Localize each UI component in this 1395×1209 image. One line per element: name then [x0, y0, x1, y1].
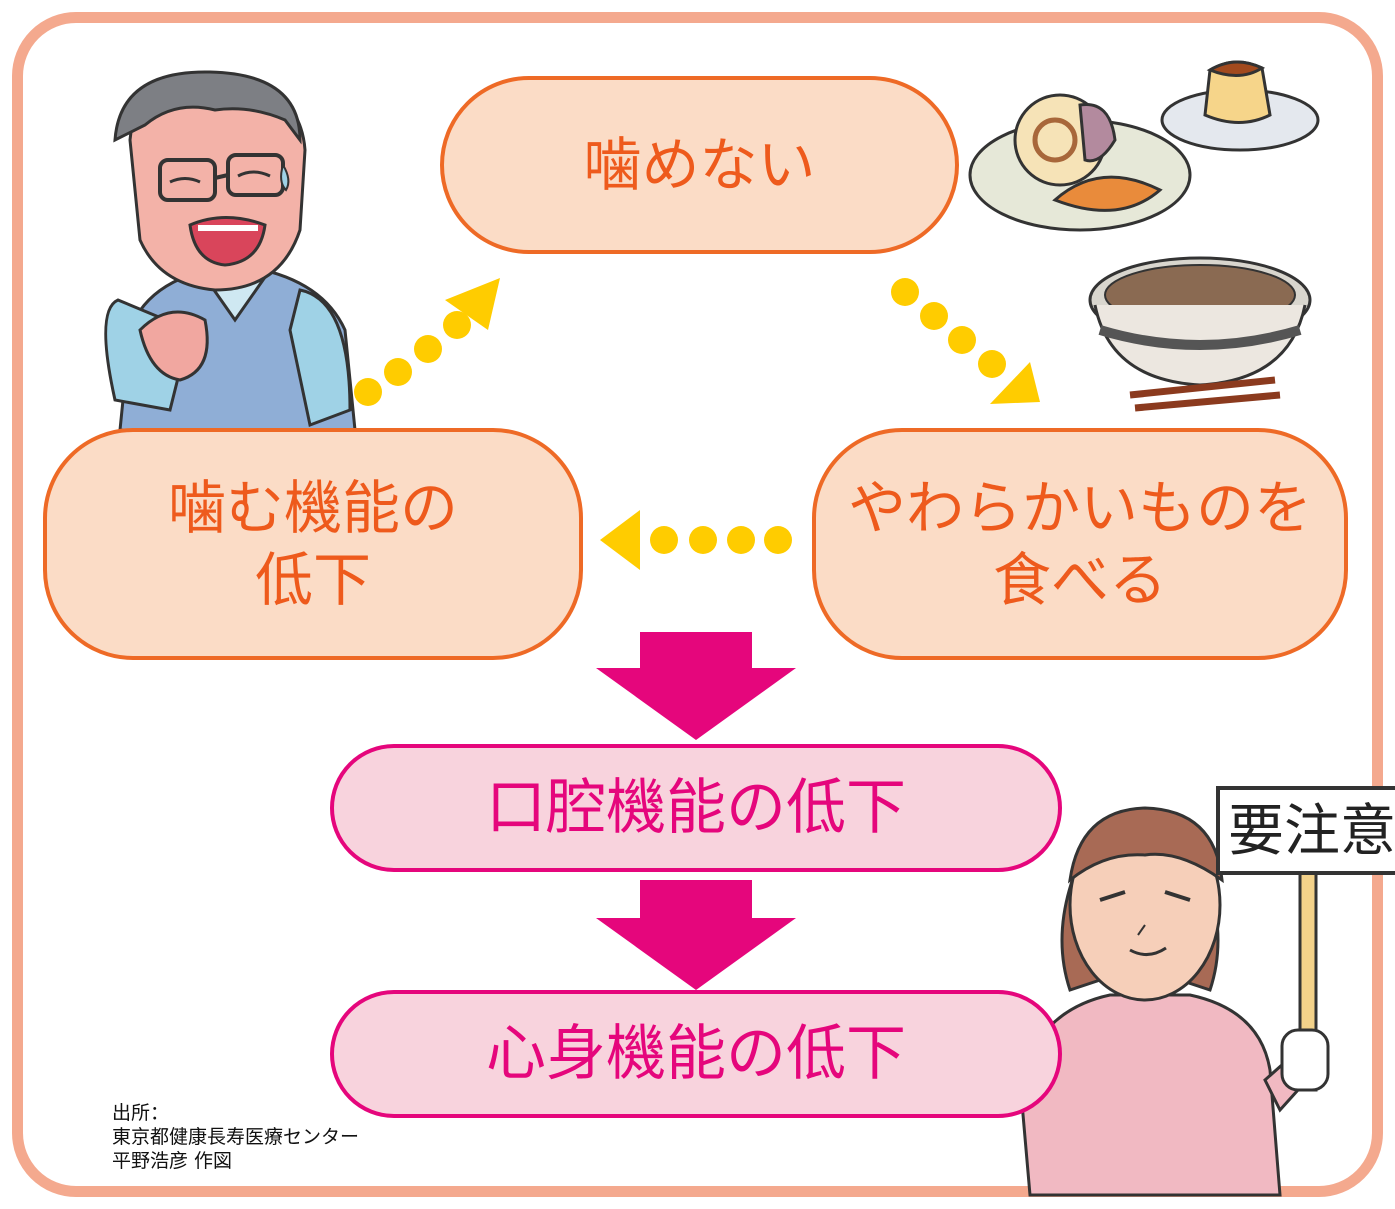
node-kamenai: 噛めない: [440, 76, 959, 254]
source-line1: 出所：: [112, 1102, 170, 1124]
source-line3: 平野浩彦 作図: [112, 1150, 233, 1172]
source-line2: 東京都健康長寿医療センター: [112, 1126, 360, 1148]
node-yawarakai: やわらかいものを 食べる: [812, 428, 1348, 660]
node-yawarakai-line2: 食べる: [992, 546, 1167, 614]
node-kamu-kinou-teika: 噛む機能の 低下: [43, 428, 583, 660]
node-koukuu-label: 口腔機能の低下: [486, 772, 906, 843]
down-arrow-2: [596, 880, 796, 990]
dotted-arrow-cycle-1: [354, 278, 500, 406]
node-kamenai-label: 噛めない: [583, 130, 816, 199]
sign-text: 要注意: [1228, 799, 1395, 864]
soft-food-illustration: [968, 60, 1320, 412]
node-kamu-line2: 低下: [254, 546, 371, 614]
node-kamu-line1: 噛む機能の: [167, 473, 458, 542]
node-yawarakai-line1: やわらかいものを: [847, 473, 1312, 542]
node-shinshin-kinou: 心身機能の低下: [330, 990, 1062, 1118]
node-shinshin-label: 心身機能の低下: [486, 1018, 906, 1089]
node-koukuu-kinou: 口腔機能の低下: [330, 744, 1062, 872]
down-arrow-1: [596, 632, 796, 740]
worried-man-illustration: [104, 70, 357, 432]
source-credit: 出所： 東京都健康長寿医療センター 平野浩彦 作図: [112, 1101, 359, 1173]
nurse-with-sign-illustration: [1018, 786, 1395, 1197]
dotted-arrow-cycle-3: [600, 510, 792, 570]
dotted-arrow-cycle-2: [891, 278, 1040, 404]
